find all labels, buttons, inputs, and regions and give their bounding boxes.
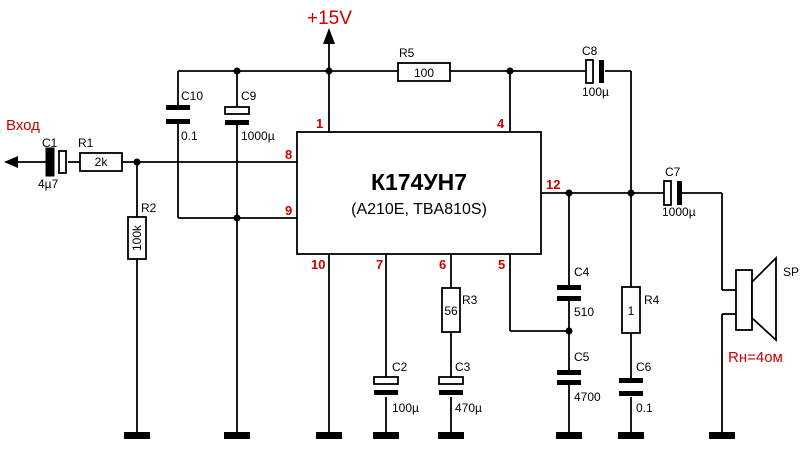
c7-name: C7 [665,165,681,179]
r2-name: R2 [141,201,157,215]
c10-value: 0.1 [181,129,198,143]
c3-name: C3 [455,360,471,374]
ground-icon [373,432,399,439]
capacitor-c7: C7 1000µ [662,165,696,219]
resistor-r1: 2k R1 [78,136,123,172]
c8-value: 100µ [582,85,609,99]
capacitor-c8: C8 100µ [582,44,609,99]
pin-9: 9 [285,203,292,218]
capacitor-c1: C1 4µ7 [38,136,67,191]
c8-name: C8 [582,44,598,58]
pin-4: 4 [497,116,505,131]
ic-k174un7: К174УН7 (A210E, TBA810S) [296,131,542,255]
ic-title: К174УН7 [371,169,467,195]
r3-name: R3 [462,293,478,307]
c1-value: 4µ7 [38,177,59,191]
c6-value: 0.1 [636,401,653,415]
c5-value: 4700 [574,390,601,404]
c10-name: C10 [181,89,203,103]
r4-value: 1 [628,304,635,318]
speaker-sp: SP [735,255,799,343]
capacitor-c9: C9 1000µ [224,89,275,143]
c9-name: C9 [241,89,257,103]
input-arrow-icon [4,156,18,168]
c7-value: 1000µ [662,205,696,219]
resistor-r5: 100 R5 [397,46,451,82]
pin-1: 1 [316,116,323,131]
ground-icon [224,432,250,439]
capacitor-c4: C4 510 [557,265,594,319]
pin-7: 7 [376,257,383,272]
ground-icon [316,432,342,439]
c2-name: C2 [392,360,408,374]
pin-10: 10 [311,257,325,272]
c9-value: 1000µ [241,129,275,143]
ground-icon [556,432,582,439]
c5-name: C5 [574,350,590,364]
c1-name: C1 [42,136,58,150]
capacitor-c2: C2 100µ [373,360,419,415]
pin-5: 5 [498,257,505,272]
c3-value: 470µ [455,401,482,415]
pin-8: 8 [285,147,292,162]
r2-value: 100k [130,224,144,251]
ground-icon [709,432,735,439]
r5-name: R5 [399,46,415,60]
pin-numbers: 1 4 8 9 12 10 7 6 5 [285,116,560,272]
pin-6: 6 [439,257,446,272]
supply-label: +15V [307,8,352,29]
junction-dots [133,67,635,335]
capacitor-c3: C3 470µ [438,360,482,415]
capacitor-c6: C6 0.1 [619,360,653,415]
supply-arrow-icon [323,28,335,44]
c2-value: 100µ [392,401,419,415]
c4-name: C4 [574,265,590,279]
sp-name: SP [783,265,799,279]
load-label: Rн=4ом [728,349,783,366]
input-label: Вход [6,117,40,134]
ground-icon [438,432,464,439]
resistor-r3: 56 R3 [441,287,478,333]
capacitor-c10: C10 0.1 [166,89,203,143]
r4-name: R4 [644,293,660,307]
r1-name: R1 [78,136,94,150]
ground-icon [124,432,150,439]
pin-12: 12 [546,177,560,192]
ground-symbols [124,432,735,439]
resistor-r2: 100k R2 [127,201,157,260]
ic-subtitle: (A210E, TBA810S) [351,201,487,218]
r3-value: 56 [444,304,458,318]
c4-value: 510 [574,305,594,319]
r5-value: 100 [414,66,434,80]
r1-value: 2k [95,155,109,169]
c6-name: C6 [636,360,652,374]
resistor-r4: 1 R4 [621,286,660,334]
ground-icon [618,432,644,439]
capacitor-c5: C5 4700 [557,350,601,404]
